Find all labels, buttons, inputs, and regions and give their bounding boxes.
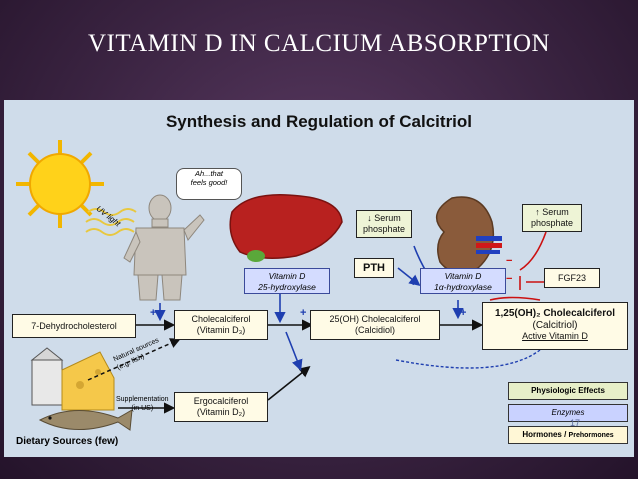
calcitriol-line-2: (Calcitriol) [532,320,578,331]
pth-label: PTH [363,262,385,274]
calcidiol-line-1: 25(OH) Cholecalciferol [329,314,421,324]
food-icon [30,347,133,431]
enzyme-liver: Vitamin D 25-hydroxylase [244,268,330,294]
enzyme-kidney-line-2: 1α-hydroxylase [434,282,492,292]
calcitriol-line-1: 1,25(OH)₂ Cholecalciferol [494,308,616,319]
enzyme-kidney: Vitamin D 1α-hydroxylase [420,268,506,294]
serum-low-line-1: ↓ Serum [367,213,401,223]
dietary-sources-label: Dietary Sources (few) [16,436,119,447]
svg-text:+: + [410,277,416,289]
box-calcitriol: 1,25(OH)₂ Cholecalciferol (Calcitriol) A… [482,302,628,350]
legend-enzymes-label: Enzymes [551,408,585,417]
svg-text:+: + [460,307,466,319]
calcidiol-line-2: (Calcidiol) [354,325,395,335]
liver-icon [229,193,343,262]
box-ergocalciferol: Ergocalciferol (Vitamin D₂) [174,392,268,422]
sun-icon [16,140,104,228]
svg-text:+: + [300,307,306,319]
statue-icon [123,194,205,301]
box-cholecalciferol: Cholecalciferol (Vitamin D₃) [174,310,268,340]
box-calcidiol: 25(OH) Cholecalciferol (Calcidiol) [310,310,440,340]
svg-text:−: − [506,255,512,267]
box-serum-low: ↓ Serum phosphate [356,210,412,238]
box-serum-high: ↑ Serum phosphate [522,204,582,232]
legend-enzymes: Enzymes [508,404,628,422]
legend-hormones: Hormones / Prehormones [508,426,628,444]
legend-hormones-label: Hormones / [522,430,569,439]
speech-bubble: Ah...that feels good! [176,168,242,200]
box-fgf23: FGF23 [544,268,600,288]
enzyme-liver-line-1: Vitamin D [268,271,306,281]
supplementation-line-1: Supplementation [116,396,169,403]
kidney-icon [435,196,502,274]
fgf23-label: FGF23 [557,273,586,283]
serum-high-line-1: ↑ Serum [535,207,569,217]
speech-line-2: feels good! [190,178,228,187]
supplementation-label: Supplementation (in US) [116,395,169,413]
legend-prehormones-label: Prehormones [568,432,614,439]
ergo-line-2: (Vitamin D₂) [196,407,246,417]
slide-title: VITAMIN D IN CALCIUM ABSORPTION [87,30,551,57]
ergo-line-1: Ergocalciferol [193,396,249,406]
svg-text:−: − [506,273,512,285]
supplementation-line-2: (in US) [131,405,154,412]
calcitriol-line-3: Active Vitamin D [522,331,588,341]
enzyme-liver-line-2: 25-hydroxylase [258,282,316,292]
box-dehydro-label: 7-Dehydrocholesterol [31,321,117,331]
svg-text:+: + [150,307,156,319]
serum-low-line-2: phosphate [362,224,406,234]
page-number: 17 [570,418,581,428]
chole-line-2: (Vitamin D₃) [196,325,246,335]
box-pth: PTH [354,258,394,278]
serum-high-line-2: phosphate [530,218,574,228]
enzyme-kidney-line-1: Vitamin D [444,271,482,281]
speech-line-1: Ah...that [195,169,223,178]
diagram-title: Synthesis and Regulation of Calcitriol [165,112,473,131]
legend-physiologic: Physiologic Effects [508,382,628,400]
chole-line-1: Cholecalciferol [191,314,251,324]
box-7-dehydrocholesterol: 7-Dehydrocholesterol [12,314,136,338]
uv-rays-icon [85,208,137,236]
legend-physiologic-label: Physiologic Effects [531,386,605,395]
